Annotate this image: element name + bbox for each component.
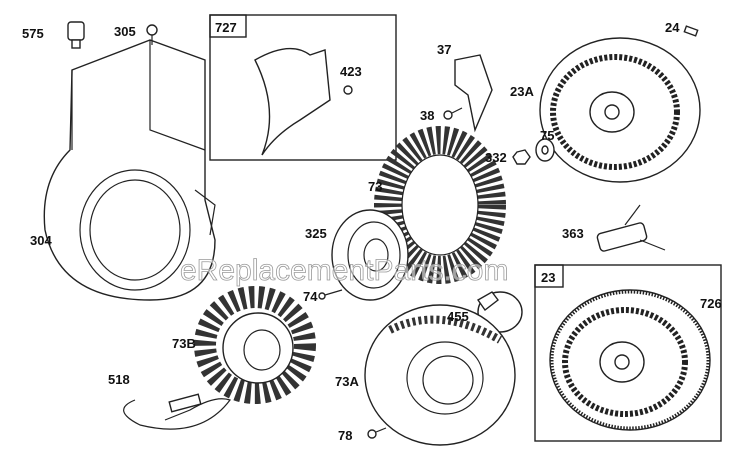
callout-726: 726 <box>700 296 722 311</box>
callout-73A: 73A <box>335 374 359 389</box>
screw-38 <box>443 107 463 120</box>
callout-37: 37 <box>437 42 451 57</box>
screw-78 <box>367 427 387 439</box>
callout-455: 455 <box>447 309 469 324</box>
assembly-box-727 <box>209 14 397 161</box>
assembly-box-23 <box>534 264 722 442</box>
callout-73B: 73B <box>172 336 196 351</box>
screen-73 <box>374 126 506 284</box>
flywheel-23 <box>549 289 711 431</box>
air-vane-37 <box>454 54 493 133</box>
callout-75: 75 <box>540 128 554 143</box>
cable-518 <box>123 393 231 430</box>
screw-74 <box>318 289 343 300</box>
watermark: eReplacementParts.com <box>180 254 508 287</box>
callout-332: 332 <box>485 150 507 165</box>
callout-304: 304 <box>30 233 52 248</box>
washer-75 <box>535 138 555 162</box>
callout-727: 727 <box>215 20 237 35</box>
cup-325 <box>331 209 409 301</box>
callout-38: 38 <box>420 108 434 123</box>
callout-23A: 23A <box>510 84 534 99</box>
nut-332 <box>512 149 531 165</box>
callout-325: 325 <box>305 226 327 241</box>
callout-74: 74 <box>303 289 318 304</box>
callout-73: 73 <box>368 179 382 194</box>
blower-housing-304 <box>43 39 216 301</box>
shield-727 <box>254 47 353 156</box>
callout-24: 24 <box>665 20 680 35</box>
screw-305 <box>146 24 158 45</box>
switch-575 <box>67 21 85 49</box>
screen-73A <box>364 304 516 446</box>
callout-518: 518 <box>108 372 130 387</box>
key-24 <box>683 25 699 37</box>
flywheel-23A <box>539 37 701 183</box>
callout-305: 305 <box>114 24 136 39</box>
callout-575: 575 <box>22 26 44 41</box>
callout-23: 23 <box>541 270 555 285</box>
clutch-363 <box>596 204 666 252</box>
screen-73B <box>194 286 316 404</box>
callout-78: 78 <box>338 428 352 443</box>
callout-423: 423 <box>340 64 362 79</box>
callout-363: 363 <box>562 226 584 241</box>
